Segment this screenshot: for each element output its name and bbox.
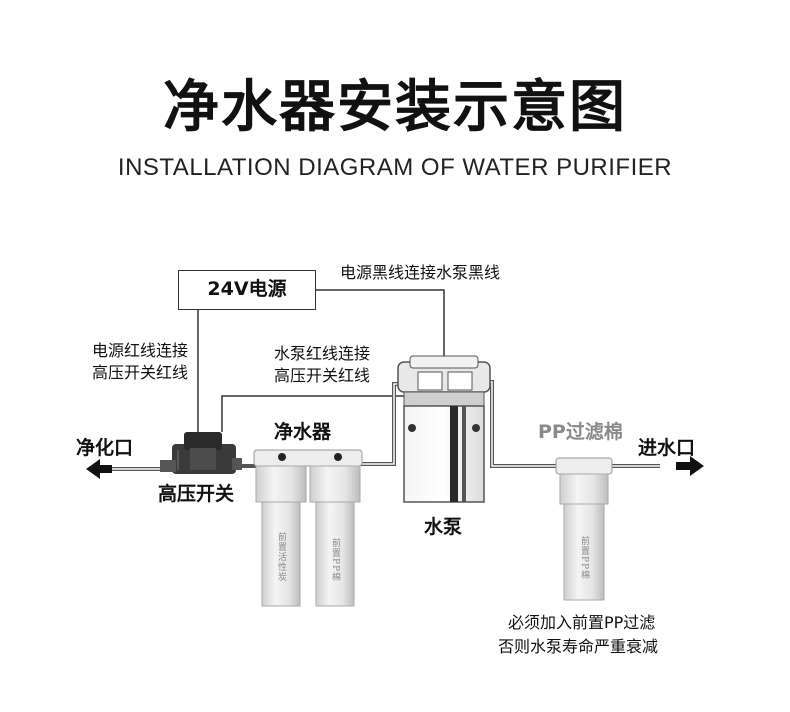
inlet-arrow [676, 456, 704, 476]
wire-black [316, 289, 445, 358]
wire-red-pump [221, 395, 404, 432]
black-wire-label: 电源黑线连接水泵黑线 [340, 263, 501, 282]
pp-filter-label: PP过滤棉 [538, 421, 623, 443]
red-wire-pump-label-2: 高压开关红线 [273, 366, 370, 385]
power-supply-box: 24V电源 [178, 270, 316, 310]
red-wire-power-label-2: 高压开关红线 [91, 363, 188, 382]
filter2-text: 前置PP棉 [330, 538, 340, 583]
red-wire-power-label-1: 电源红线连接 [91, 341, 188, 360]
purifier-filters [253, 449, 363, 607]
red-wire-pump-label-1: 水泵红线连接 [273, 344, 370, 363]
inlet-label: 进水口 [638, 437, 696, 459]
purifier-label: 净水器 [274, 421, 332, 443]
page-title: 净水器安装示意图 [163, 75, 627, 140]
outlet-arrow [86, 459, 112, 479]
high-pressure-switch-label: 高压开关 [158, 483, 235, 505]
filter3-text: 前置PP棉 [579, 536, 589, 581]
pp-filter-device [555, 457, 613, 601]
note-line-1: 必须加入前置PP过滤 [508, 613, 656, 632]
page-subtitle: INSTALLATION DIAGRAM OF WATER PURIFIER [117, 154, 673, 181]
outlet-label: 净化口 [76, 437, 134, 459]
note-line-2: 否则水泵寿命严重衰减 [498, 637, 659, 656]
pump-label: 水泵 [424, 516, 463, 538]
pump-device [397, 355, 491, 503]
high-pressure-switch-device [160, 432, 242, 474]
filter1-text: 前置活性炭 [276, 532, 286, 582]
